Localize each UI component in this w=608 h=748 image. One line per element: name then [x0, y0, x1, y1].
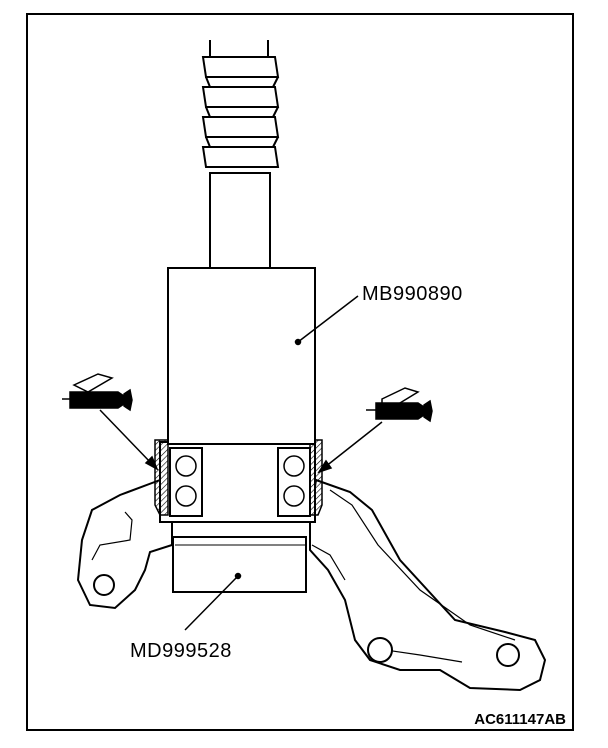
- grease-gun-icon-right: [366, 387, 433, 423]
- tool-label-md999528: MD999528: [130, 640, 232, 662]
- knuckle-holes: [93, 574, 520, 667]
- grease-arrows: [99, 409, 383, 474]
- upper-tool-block: [167, 267, 316, 445]
- press-shaft: [209, 172, 271, 269]
- bearing-right: [277, 447, 311, 517]
- bearing-races: [154, 439, 323, 516]
- grease-gun-icon-left: [62, 373, 133, 412]
- figure-code: AC611147AB: [474, 711, 566, 728]
- callout-leaders: [184, 295, 359, 631]
- tool-label-mb990890: MB990890: [362, 283, 463, 305]
- lower-tool-block: [172, 536, 307, 593]
- bearing-left: [169, 447, 203, 517]
- press-spring: [201, 40, 280, 168]
